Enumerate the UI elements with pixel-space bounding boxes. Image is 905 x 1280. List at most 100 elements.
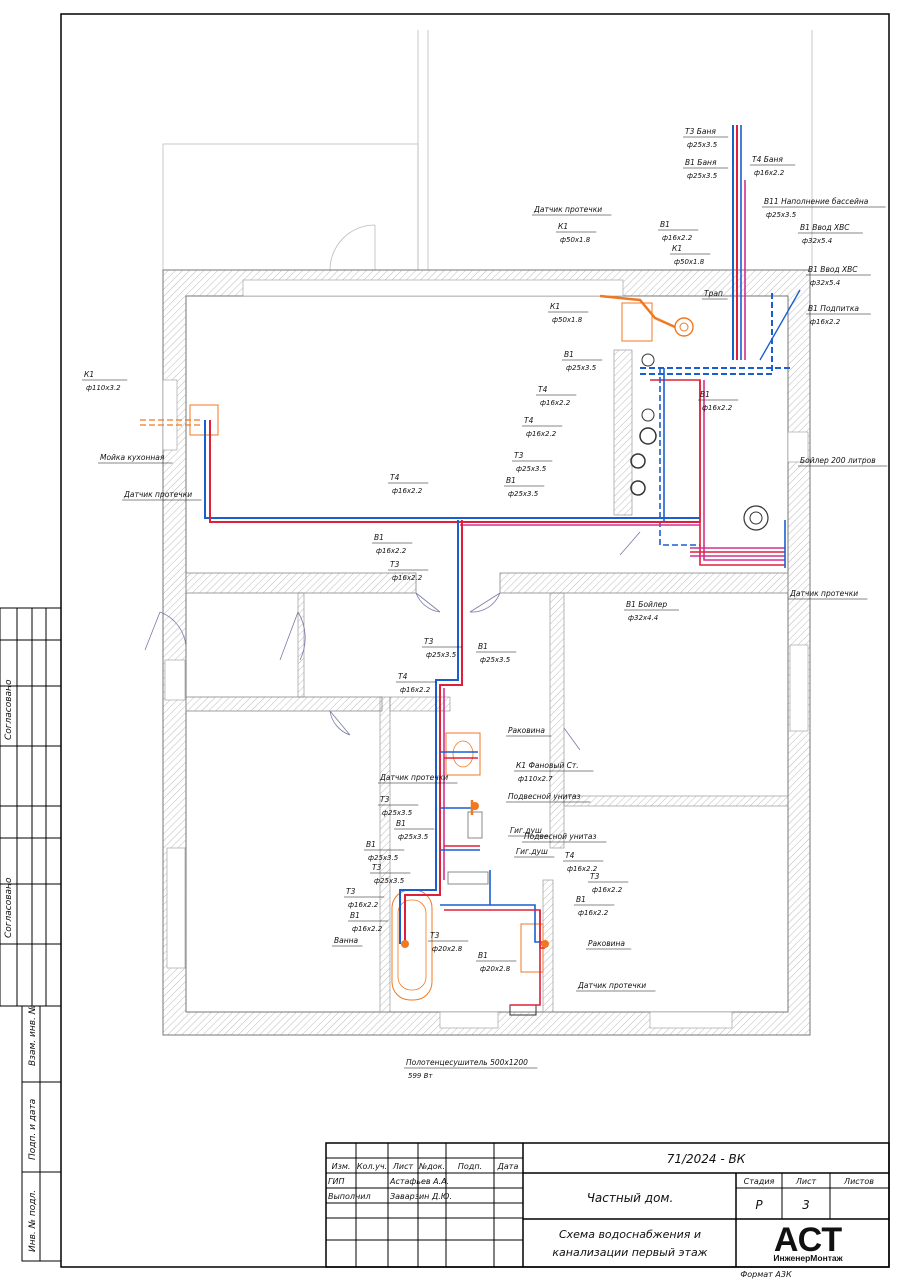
gip-role: ГИП [328,1177,344,1186]
pipe-label-name: Гиг.душ [510,826,542,835]
pipe-label-name: В1 [564,350,574,359]
pipe-label-name: К1 Фановый Ст. [516,761,579,770]
stage-value: Р [755,1198,763,1212]
pipe-label-sink-bath: Раковина [506,726,552,737]
pipe-label-size: ф25x3.5 [566,364,597,372]
pipe-label-name: Т3 [346,887,356,896]
pipe-label-sensor-bottom: Датчик протечки [576,981,656,992]
pipe-label-sensor-top: Датчик протечки [532,205,612,216]
pipe-label-size: ф16x2.2 [392,487,423,495]
pipe-label-size: ф16x2.2 [376,547,407,555]
pipe-label-v1-wc: В1 ф25x3.5 [394,819,435,841]
pipe-label-wc-2: Подвесной унитаз [522,832,607,843]
lists-header: Листов [843,1177,874,1186]
pipe-label-size: ф32x5.4 [810,279,840,287]
company-logo: АСТ [774,1221,842,1259]
pipe-label-trap: Трап [702,289,728,300]
pipe-label-size: ф16x2.2 [392,574,423,582]
pipe-label-name: В1 Ввод ХВС [808,265,858,274]
pipe-label-name: К1 [558,222,568,231]
exec-name: Заварзин Д.Ю. [390,1192,452,1201]
pipe-label-name: Датчик протечки [533,205,602,214]
pipe-label-name: Ванна [334,936,359,945]
side-stamp: Согласовано Согласовано Взам. инв. № Под… [0,607,62,1262]
pipe-label-v1-banya: В1 Баня ф25x3.5 [683,158,729,180]
sheet-title-2: канализации первый этаж [552,1246,707,1259]
pipe-label-size: 599 Вт [408,1072,433,1080]
pipe-label-v1-vvod-2: В1 Ввод ХВС ф32x5.4 [806,265,871,287]
pipe-label-name: В1 [660,220,670,229]
pipe-label-name: В1 [396,819,406,828]
pipe-label-v1-top: В1 ф16x2.2 [658,220,699,242]
floor-plan [144,30,813,1036]
object-name: Частный дом. [587,1191,674,1205]
tb-header-1: Кол.уч. [357,1162,387,1171]
pipe-label-size: ф25x3.5 [687,172,718,180]
pipe-label-size: ф25x3.5 [368,854,399,862]
pipe-label-name: К1 [550,302,560,311]
pipe-label-name: Т4 Баня [752,155,783,164]
pipe-label-name: Трап [704,289,723,298]
pipe-label-name: Т3 [380,795,390,804]
pipe-label-boiler: Бойлер 200 литров [798,456,888,467]
pipe-label-name: В11 Наполнение бассейна [764,197,869,206]
pipe-label-name: В1 Баня [685,158,717,167]
sheet-title-1: Схема водоснабжения и [559,1228,701,1241]
pipe-label-name: К1 [672,244,682,253]
pipe-label-v1-mid: В1 ф25x3.5 [562,350,603,372]
pipe-label-name: В1 Бойлер [626,600,667,609]
pipe-label-name: Т4 [538,385,548,394]
pipe-label-name: Раковина [508,726,545,735]
pipe-label-name: Т4 [565,851,575,860]
pipe-label-t4-kitchen: Т4 ф16x2.2 [388,473,429,495]
pipe-label-name: В1 Подпитка [808,304,859,313]
pipe-label-size: ф16x2.2 [526,430,557,438]
pipe-label-size: ф50x1.8 [560,236,591,244]
pipe-label-size: ф25x3.5 [426,651,457,659]
pipe-label-name: Датчик протечки [577,981,646,990]
agreed-label-2: Согласовано [4,877,14,938]
pipe-label-name: Мойка кухонная [100,453,165,462]
pipe-label-name: Т3 Баня [685,127,716,136]
tb-header-3: №док. [418,1162,445,1171]
list-header: Лист [795,1177,817,1186]
pipe-label-name: В1 [700,390,710,399]
pipe-label-name: Т4 [390,473,400,482]
pipe-label-bath: Ванна [332,936,363,947]
pipe-label-name: Гиг.душ [516,847,548,856]
pipe-label-t3-wc: Т3 ф25x3.5 [378,795,419,817]
pipe-label-name: Датчик протечки [789,589,858,598]
pipe-label-size: ф16x2.2 [592,886,623,894]
pipes [140,125,801,1006]
pipe-label-size: ф25x3.5 [382,809,413,817]
pipe-label-size: ф20x2.8 [480,965,511,973]
vzam-inv-label: Взам. инв. № [28,1005,38,1066]
pipe-label-size: ф16x2.2 [662,234,693,242]
list-value: 3 [802,1198,810,1212]
pipe-label-size: ф25x3.5 [398,833,429,841]
pipe-label-size: ф25x3.5 [480,656,511,664]
pipe-label-name: Т4 [398,672,408,681]
podp-date-label: Подп. и дата [28,1099,38,1160]
